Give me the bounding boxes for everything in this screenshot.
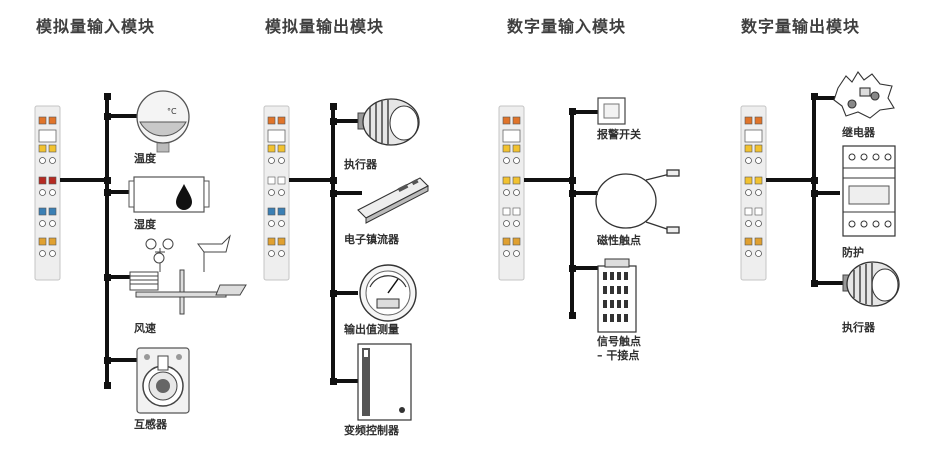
device-label-protection: 防护 <box>842 246 864 259</box>
humidity-sensor-icon <box>128 176 210 213</box>
device-label-actuator-digital: 执行器 <box>842 321 875 334</box>
module-title-digital-input: 数字量输入模块 <box>507 17 627 36</box>
io-module-analog-input <box>34 105 61 281</box>
module-title-analog-output: 模拟量输出模块 <box>265 17 385 36</box>
module-title-analog-input: 模拟量输入模块 <box>36 17 156 36</box>
device-label-output-measurement: 输出值测量 <box>344 323 399 336</box>
io-module-digital-input <box>498 105 525 281</box>
output-meter-icon <box>359 264 417 322</box>
relay-icon <box>833 71 895 119</box>
wind-sensor-icon <box>129 234 247 315</box>
actuator-icon-digital <box>842 261 900 307</box>
device-label-current-transformer: 互感器 <box>134 418 167 431</box>
device-label-alarm-switch: 报警开关 <box>597 128 641 141</box>
device-label-temperature: 温度 <box>134 152 156 165</box>
io-module-digital-output <box>740 105 767 281</box>
alarm-switch-icon <box>597 97 626 125</box>
bus-line-analog-input <box>60 96 137 386</box>
device-label-humidity: 湿度 <box>134 218 156 231</box>
current-transformer-icon <box>136 347 190 414</box>
device-label-relay: 继电器 <box>842 126 875 139</box>
device-label-frequency-converter: 变频控制器 <box>344 424 399 437</box>
device-label-magnetic-contact: 磁性触点 <box>597 234 641 247</box>
magnetic-contact-icon <box>595 169 680 234</box>
device-label-actuator: 执行器 <box>344 158 377 171</box>
frequency-converter-icon <box>357 343 412 421</box>
module-title-digital-output: 数字量输出模块 <box>741 17 861 36</box>
device-label-electronic-ballast: 电子镇流器 <box>344 233 399 246</box>
device-label-signal-contact: 信号触点 <box>597 335 641 348</box>
electronic-ballast-icon <box>357 177 429 224</box>
bus-line-analog-output <box>289 106 362 384</box>
device-label-wind-speed: 风速 <box>134 322 156 335</box>
protection-breaker-icon <box>842 145 896 237</box>
svg-text:°C: °C <box>167 107 177 116</box>
signal-contact-icon <box>597 258 637 333</box>
bus-line-digital-input <box>524 110 598 315</box>
bus-line-digital-output <box>766 96 846 286</box>
actuator-icon <box>357 98 420 146</box>
io-module-analog-output <box>263 105 290 281</box>
temperature-sensor-icon: °C <box>136 90 190 153</box>
device-label-dry-contact: – 干接点 <box>597 349 640 362</box>
